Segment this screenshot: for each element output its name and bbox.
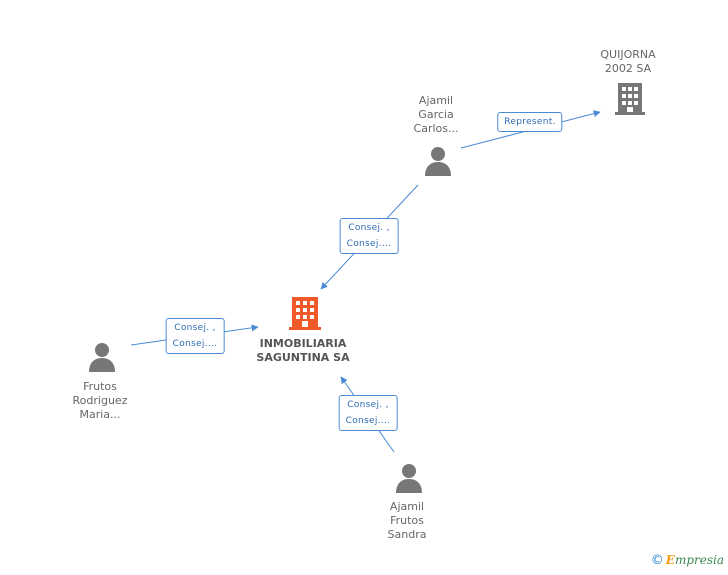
node-label-ajamil-garcia[interactable]: Ajamil Garcia Carlos... — [414, 94, 459, 136]
node-label-line: Frutos — [390, 514, 424, 527]
edge-label-line: Represent. — [504, 117, 556, 127]
node-label-line: Ajamil — [389, 500, 425, 513]
edge-label-line: Consej.... — [172, 339, 218, 349]
node-label-line: QUIJORNA — [600, 48, 656, 61]
node-label-line: Garcia — [418, 108, 454, 121]
node-label-ajamil-frutos[interactable]: Ajamil Frutos Sandra — [388, 500, 427, 542]
node-label-quijorna[interactable]: QUIJORNA 2002 SA — [600, 48, 655, 76]
node-label-line: Carlos... — [413, 122, 459, 135]
node-label-line: Frutos — [83, 380, 117, 393]
edge-label-line: Consej. , — [348, 223, 390, 233]
edge-label-consej-frutos[interactable]: Consej. , Consej.... — [165, 318, 225, 354]
node-label-frutos-rodriguez[interactable]: Frutos Rodriguez Maria... — [73, 380, 128, 422]
edge-label-represent[interactable]: Represent. — [497, 112, 563, 132]
edge-label-line: Consej. , — [347, 400, 389, 410]
edge-label-line: Consej.... — [346, 239, 392, 249]
copyright-symbol: © — [650, 553, 664, 568]
brand-logo-text: mpresia — [674, 553, 724, 567]
node-label-line: SAGUNTINA SA — [256, 351, 350, 364]
person-icon[interactable] — [423, 146, 453, 180]
node-label-line: Rodriguez — [72, 394, 128, 407]
node-label-line: Sandra — [387, 528, 427, 541]
node-label-line: Ajamil — [418, 94, 454, 107]
footer-brand[interactable]: ©Empresia — [651, 553, 724, 571]
edge-label-consej-ajamil[interactable]: Consej. , Consej.... — [339, 218, 399, 254]
node-label-line: INMOBILIARIA — [259, 337, 347, 350]
building-icon[interactable] — [614, 82, 646, 120]
node-label-main[interactable]: INMOBILIARIA SAGUNTINA SA — [256, 337, 349, 365]
person-icon[interactable] — [394, 463, 424, 497]
node-label-line: 2002 SA — [604, 62, 652, 75]
node-label-line: Maria... — [79, 408, 121, 421]
edge-label-consej-sandra[interactable]: Consej. , Consej.... — [338, 395, 398, 431]
brand-logo-initial: E — [665, 553, 675, 567]
person-icon[interactable] — [87, 342, 117, 376]
edge-label-line: Consej. , — [174, 323, 216, 333]
building-icon[interactable] — [289, 295, 321, 335]
edge-label-line: Consej.... — [345, 416, 391, 426]
